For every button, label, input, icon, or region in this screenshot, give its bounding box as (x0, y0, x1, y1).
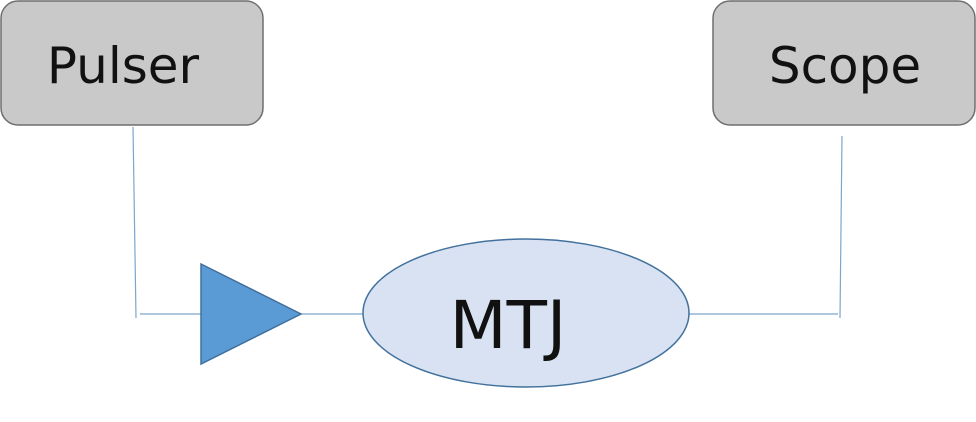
scope-box[interactable] (712, 0, 976, 126)
wire-pulser-to-amplifier (132, 126, 137, 319)
pulser-box[interactable] (0, 0, 264, 126)
pulser-block[interactable]: Pulser (0, 0, 264, 126)
connections (132, 126, 843, 319)
amplifier-triangle-icon[interactable] (200, 262, 303, 366)
mtj-label: MTJ (450, 287, 567, 364)
mtj-block[interactable]: MTJ (362, 238, 690, 388)
pulser-label: Pulser (47, 37, 200, 95)
scope-label: Scope (769, 37, 921, 95)
mtj-ellipse[interactable] (362, 238, 690, 388)
scope-block[interactable]: Scope (712, 0, 976, 126)
wire-scope-vertical (839, 135, 843, 319)
